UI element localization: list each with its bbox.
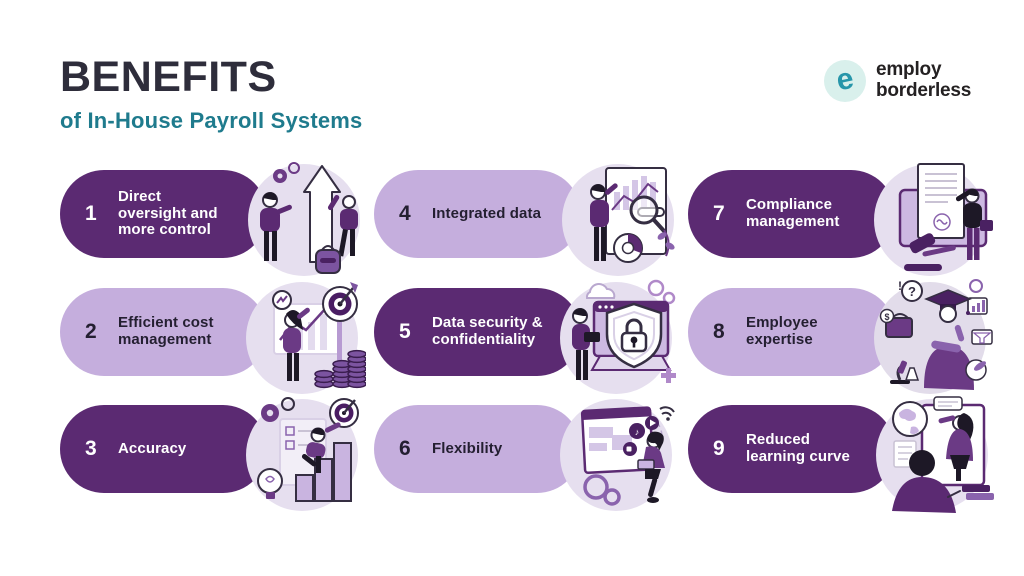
remote-work-illustration: ♪	[550, 393, 680, 517]
logo-line1: employ	[876, 59, 942, 81]
benefit-pill-5: 5 Data security & confidentiality	[374, 288, 581, 376]
page-title: BENEFITS	[60, 53, 277, 101]
growth-arrow-illustration	[236, 158, 366, 282]
benefit-number: 1	[85, 202, 97, 225]
employ-borderless-logo: e employ borderless	[824, 60, 971, 102]
benefit-number: 5	[399, 320, 411, 343]
svg-text:?: ?	[908, 284, 916, 299]
benefit-card-1: 1 Direct oversight and more control	[60, 158, 366, 282]
svg-text:$: $	[884, 312, 889, 322]
logo-wordmark: employ borderless	[876, 60, 971, 101]
benefit-pill-3: 3 Accuracy	[60, 405, 267, 493]
benefit-number: 6	[399, 437, 411, 460]
svg-text:!: !	[898, 279, 902, 293]
benefit-pill-9: 9 Reduced learning curve	[688, 405, 895, 493]
benefit-card-5: 5 Data security & confidentiality	[374, 276, 680, 400]
benefit-card-8: 8 Employee expertise ? ! $	[688, 276, 994, 400]
benefit-label: Flexibility	[432, 439, 503, 457]
svg-text:♪: ♪	[635, 427, 640, 437]
benefit-number: 3	[85, 437, 97, 460]
benefit-pill-7: 7 Compliance management	[688, 170, 895, 258]
benefit-number: 8	[713, 320, 725, 343]
logo-badge: e	[824, 60, 866, 102]
benefit-pill-1: 1 Direct oversight and more control	[60, 170, 267, 258]
logo-line2: borderless	[876, 80, 972, 101]
logo-e-icon: e	[832, 61, 857, 97]
data-analysis-illustration	[550, 158, 680, 282]
benefit-label: Efficient cost management	[118, 314, 214, 348]
bars-target-illustration	[236, 393, 366, 517]
benefit-label: Employee expertise	[746, 314, 818, 348]
benefit-number: 4	[399, 202, 411, 225]
benefit-number: 9	[713, 437, 725, 460]
benefit-pill-8: 8 Employee expertise	[688, 288, 895, 376]
benefit-card-4: 4 Integrated data	[374, 158, 680, 282]
benefit-number: 2	[85, 320, 97, 343]
benefit-card-6: 6 Flexibility ♪	[374, 393, 680, 517]
graduate-illustration: ? ! $	[864, 276, 994, 400]
benefit-card-3: 3 Accuracy	[60, 393, 366, 517]
benefit-card-2: 2 Efficient cost management	[60, 276, 366, 400]
benefit-pill-2: 2 Efficient cost management	[60, 288, 267, 376]
benefit-label: Compliance management	[746, 196, 840, 230]
header: BENEFITS of In-House Payroll Systems	[60, 56, 363, 134]
online-learning-illustration	[864, 393, 994, 517]
page-subtitle: of In-House Payroll Systems	[60, 108, 363, 133]
benefit-number: 7	[713, 202, 725, 225]
target-coins-illustration	[236, 276, 366, 400]
shield-lock-illustration	[550, 276, 680, 400]
benefit-label: Integrated data	[432, 204, 542, 222]
benefit-label: Reduced learning curve	[746, 431, 850, 465]
benefit-card-7: 7 Compliance management	[688, 158, 994, 282]
benefit-card-9: 9 Reduced learning curve	[688, 393, 994, 517]
benefit-label: Data security & confidentiality	[432, 314, 543, 348]
legal-document-illustration	[864, 158, 994, 282]
benefit-label: Accuracy	[118, 439, 187, 457]
benefit-pill-4: 4 Integrated data	[374, 170, 581, 258]
benefit-pill-6: 6 Flexibility	[374, 405, 581, 493]
benefit-label: Direct oversight and more control	[118, 187, 218, 239]
